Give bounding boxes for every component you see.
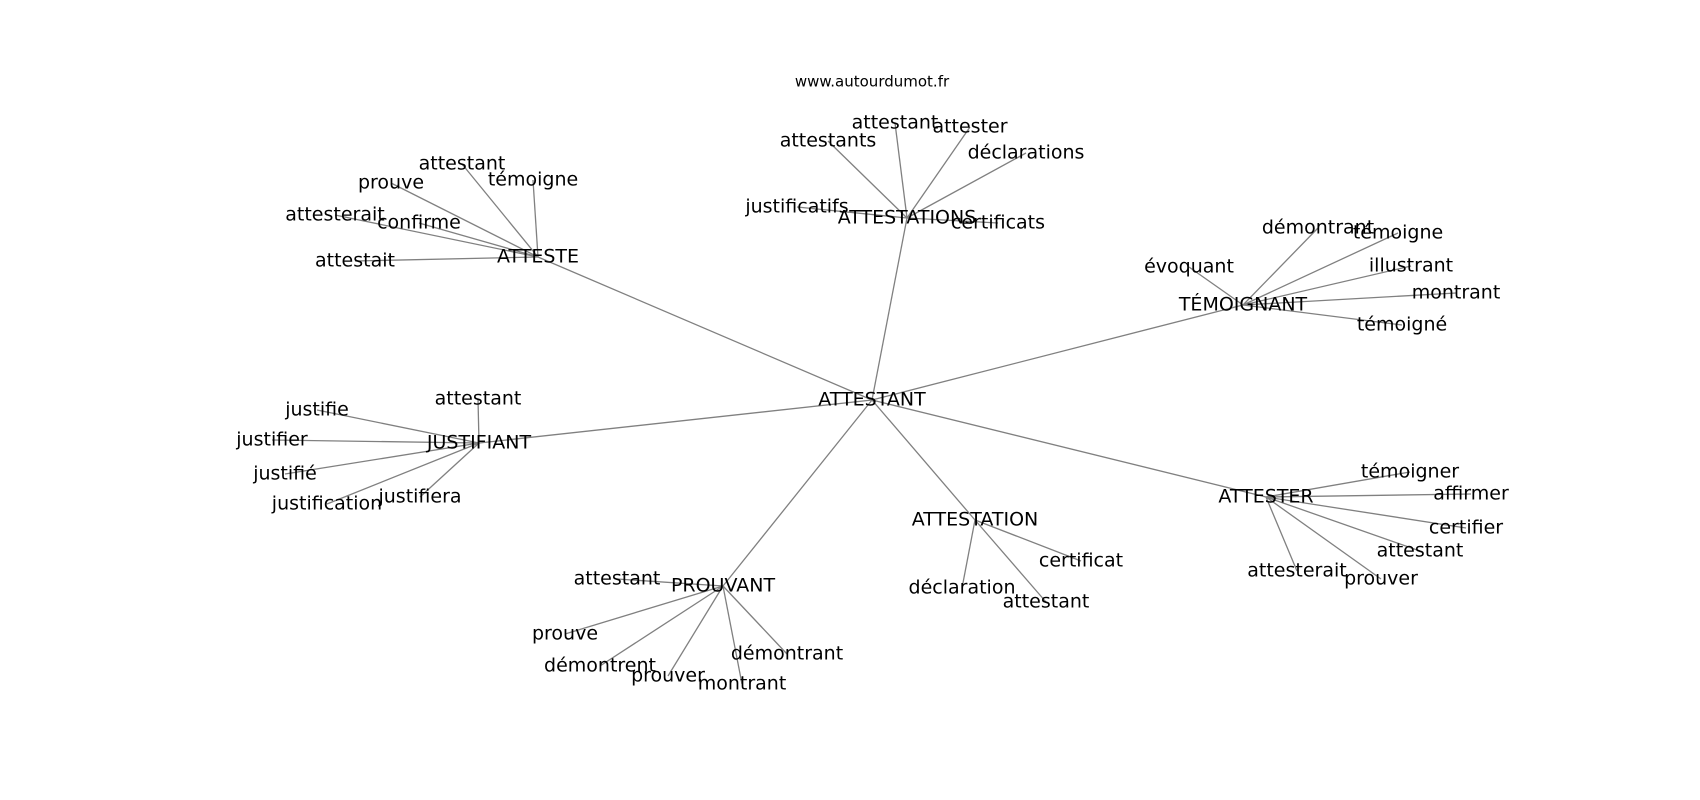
leaf-word[interactable]: certificats (951, 212, 1045, 234)
leaf-word[interactable]: attestant (1377, 540, 1464, 562)
leaf-word[interactable]: évoquant (1144, 256, 1234, 278)
leaf-word[interactable]: confirme (377, 212, 461, 234)
edge-attestations-leaf (906, 152, 1027, 219)
edge-attestations-leaf (894, 122, 908, 219)
hub-word-attester[interactable]: ATTESTER (1218, 486, 1313, 508)
edge-prouvant-leaf (667, 585, 724, 677)
edge-center-attestations (871, 217, 908, 401)
leaf-word[interactable]: démontrant (731, 643, 843, 665)
hub-word-temoignant[interactable]: TÉMOIGNANT (1178, 293, 1308, 316)
edge-prouvant-leaf (722, 585, 788, 655)
leaf-word[interactable]: témoigné (1357, 314, 1447, 336)
leaf-word[interactable]: justification (271, 493, 382, 515)
edge-attestations-leaf (827, 140, 908, 219)
edge-attestations-leaf (906, 126, 971, 219)
leaf-word[interactable]: attestant (852, 112, 939, 134)
edge-center-justifiant (478, 399, 873, 444)
edge-atteste-leaf (354, 256, 539, 262)
leaf-word[interactable]: illustrant (1369, 255, 1453, 277)
leaf-word[interactable]: justifie (284, 399, 349, 421)
edge-temoignant-leaf (1242, 265, 1412, 306)
leaf-word[interactable]: déclaration (909, 577, 1016, 599)
hub-word-atteste[interactable]: ATTESTE (497, 246, 579, 268)
leaf-word[interactable]: témoigne (1353, 222, 1443, 244)
edge-attestation-leaf (961, 519, 976, 589)
graph-edges (271, 122, 1472, 685)
hub-word-justifiant[interactable]: JUSTIFIANT (426, 432, 532, 454)
edge-temoignant-leaf (1242, 232, 1399, 306)
leaf-word[interactable]: attestant (574, 568, 661, 590)
edge-attester-leaf (1265, 496, 1298, 572)
leaf-word[interactable]: certificat (1039, 550, 1123, 572)
edge-center-attester (871, 399, 1267, 498)
edge-center-temoignant (871, 304, 1244, 401)
leaf-word[interactable]: attestant (435, 388, 522, 410)
leaf-word[interactable]: attestant (1003, 591, 1090, 613)
edge-temoignant-leaf (1188, 266, 1244, 306)
edge-attester-leaf (1265, 496, 1421, 552)
edge-justifiant-leaf (419, 442, 480, 498)
edge-attester-leaf (1265, 496, 1382, 580)
edge-attestations-leaf (796, 206, 908, 219)
leaf-word[interactable]: attesterait (1247, 560, 1346, 582)
site-credit[interactable]: www.autourdumot.fr (795, 73, 950, 91)
leaf-word[interactable]: attestant (419, 153, 506, 175)
edge-justifiant-leaf (326, 442, 480, 505)
leaf-word[interactable]: attesterait (285, 204, 384, 226)
edge-center-attestation (871, 399, 976, 521)
edge-attestation-leaf (974, 519, 1047, 603)
leaf-word[interactable]: certifier (1429, 517, 1503, 539)
leaf-word[interactable]: démontrent (544, 655, 656, 677)
edge-attester-leaf (1265, 471, 1411, 498)
hub-word-prouvant[interactable]: PROUVANT (671, 575, 776, 597)
edge-attester-leaf (1265, 496, 1467, 529)
leaf-word[interactable]: justifier (235, 429, 308, 451)
leaf-word[interactable]: prouver (631, 665, 705, 687)
leaf-word[interactable]: montrant (698, 673, 787, 695)
edge-temoignant-leaf (1242, 292, 1457, 306)
edge-justifiant-leaf (477, 398, 480, 444)
edge-atteste-leaf (532, 179, 539, 258)
edge-justifiant-leaf (271, 439, 480, 444)
edge-atteste-leaf (418, 222, 539, 258)
leaf-word[interactable]: justifié (252, 463, 317, 485)
leaf-word[interactable]: justifiera (377, 486, 461, 508)
edge-atteste-leaf (461, 163, 539, 258)
leaf-word[interactable]: démontrant (1262, 217, 1374, 239)
edge-prouvant-leaf (616, 578, 724, 587)
hub-word-attestation[interactable]: ATTESTATION (912, 509, 1039, 531)
hub-word-attestations[interactable]: ATTESTATIONS (838, 207, 977, 229)
leaf-word[interactable]: témoigner (1361, 461, 1459, 483)
leaf-word[interactable]: prouve (532, 623, 598, 645)
leaf-word[interactable]: attestants (780, 130, 877, 152)
edge-temoignant-leaf (1242, 304, 1403, 326)
edge-atteste-leaf (334, 214, 539, 258)
leaf-word[interactable]: montrant (1412, 282, 1501, 304)
leaf-word[interactable]: déclarations (968, 142, 1085, 164)
leaf-word[interactable]: attester (932, 116, 1007, 138)
edge-center-prouvant (722, 399, 873, 587)
edge-attestations-leaf (906, 217, 999, 224)
edge-justifiant-leaf (316, 409, 480, 444)
edge-temoignant-leaf (1242, 227, 1319, 306)
edge-attestation-leaf (974, 519, 1082, 562)
leaf-word[interactable]: témoigne (488, 169, 578, 191)
leaf-word[interactable]: affirmer (1433, 483, 1509, 505)
leaf-word[interactable]: prouver (1344, 568, 1418, 590)
leaf-word[interactable]: prouve (358, 172, 424, 194)
edge-attester-leaf (1265, 493, 1472, 498)
center-word[interactable]: ATTESTANT (818, 389, 926, 411)
edge-atteste-leaf (390, 182, 539, 258)
leaf-word[interactable]: justificatifs (744, 196, 848, 218)
edge-prouvant-leaf (599, 585, 724, 667)
edge-prouvant-leaf (564, 585, 724, 635)
leaf-word[interactable]: attestait (315, 250, 395, 272)
edge-prouvant-leaf (722, 585, 743, 685)
edge-center-atteste (537, 256, 873, 401)
edge-justifiant-leaf (284, 442, 480, 475)
